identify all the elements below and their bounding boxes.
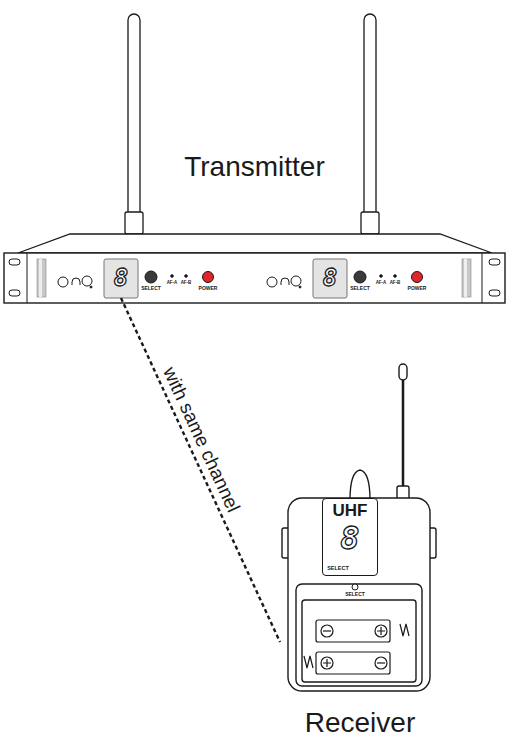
channel-controls <box>58 259 214 298</box>
chassis-top <box>18 234 492 253</box>
channel-display: 8 <box>316 262 344 295</box>
channel-link <box>121 298 280 642</box>
receiver-display: UHF8 <box>322 498 378 576</box>
control-label: SELECT <box>141 286 161 291</box>
antenna <box>364 14 376 219</box>
unit-heading: Receiver <box>280 708 440 739</box>
receiver-body <box>282 364 436 691</box>
edge-label: with same channel <box>159 362 244 516</box>
channel-digit: 8 <box>114 265 128 291</box>
control-label: AF-A <box>167 281 178 286</box>
control-label: SELECT <box>345 592 365 597</box>
control-label: POWER <box>408 286 427 291</box>
channel-controls <box>267 259 423 298</box>
control-label: SELECT <box>350 286 370 291</box>
channel-display: 8 <box>107 262 135 295</box>
channel-digit: 8 <box>323 265 337 291</box>
rack-front-panel <box>4 253 505 303</box>
control-label: SELECT <box>327 566 349 572</box>
receiver-unit: Receiver UHF8 <box>280 360 440 750</box>
control-label: AF-B <box>390 281 401 286</box>
antenna <box>128 14 140 219</box>
control-label: POWER <box>199 286 218 291</box>
batteries <box>304 620 409 674</box>
rack-ears <box>9 253 500 303</box>
transmitter-unit: Transmitter 8 8 <box>0 0 509 312</box>
band-label: UHF <box>333 502 368 521</box>
unit-heading: Transmitter <box>0 152 509 183</box>
antenna-base <box>361 212 379 234</box>
channel-digit: 8 <box>340 521 359 556</box>
handle-bars <box>37 259 471 297</box>
control-label: AF-B <box>181 281 192 286</box>
antenna-base <box>125 212 143 234</box>
antennas <box>125 14 379 234</box>
control-label: AF-A <box>376 281 387 286</box>
